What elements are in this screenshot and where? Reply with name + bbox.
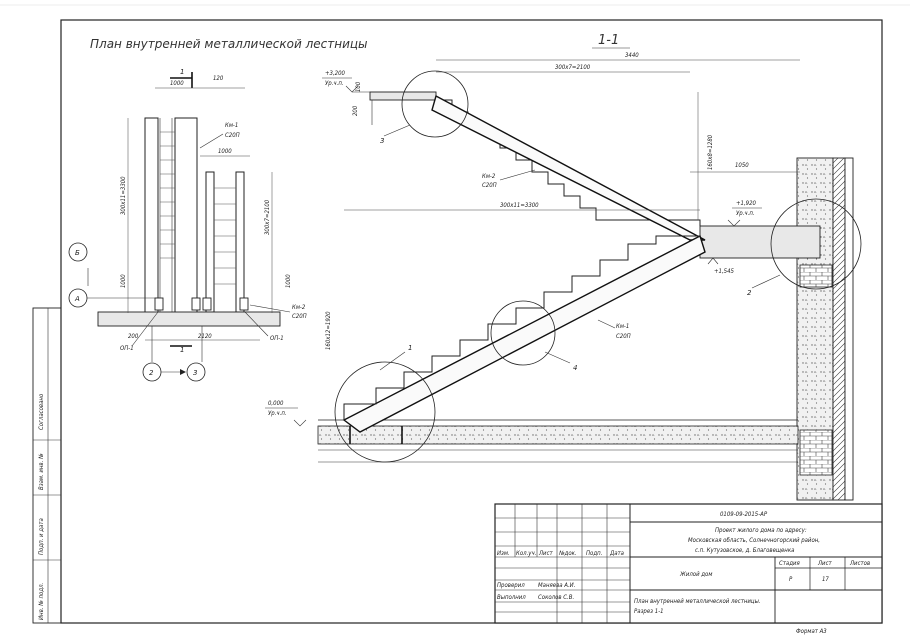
- stair-plan: 1 1000 120 1000: [68, 68, 307, 382]
- dim-section-1920: 160х12=1920: [325, 311, 332, 350]
- cut-mark-bottom: 1: [180, 346, 184, 354]
- stage-value: Р: [789, 576, 793, 583]
- title-block: Изм. Кол.уч. Лист №док. Подп. Дата Прове…: [494, 503, 883, 624]
- strip-label-replaced: Взам. инв. №: [38, 453, 45, 490]
- name-performed: Соколов С.В.: [538, 594, 574, 601]
- hdr-sheet: Лист: [538, 550, 554, 557]
- beam-km1-mark: Км-1: [616, 323, 629, 330]
- plan-label-op1-left: ОП-1: [120, 345, 134, 352]
- dim-plan-200: 200: [128, 333, 139, 340]
- stair-section: 100 200 1 2 3 4 Км-2: [265, 52, 862, 501]
- dim-section-100: 100: [355, 81, 362, 92]
- role-checked: Проверил: [497, 582, 525, 589]
- strip-label-inventory: Инв. № подл.: [38, 583, 45, 620]
- strip-label-signature: Подп. и дата: [38, 518, 45, 555]
- dim-section-1050: 1050: [735, 162, 749, 169]
- plan-label-op1-right: ОП-1: [270, 335, 284, 342]
- plan-label-km2: Км-2: [292, 304, 306, 311]
- hdr-change: Изм.: [497, 550, 510, 557]
- name-checked: Маняева А.И.: [538, 582, 575, 589]
- sheet-name-line-1: План внутренней металлической лестницы.: [634, 598, 761, 605]
- project-line-3: с.п. Кутузовское, д. Благовещенка: [695, 547, 794, 554]
- callout-3: 3: [380, 137, 384, 145]
- beam-km1-profile: С20П: [616, 333, 631, 340]
- strip-label-agreed: Согласовано: [38, 393, 45, 430]
- sheets-header: Листов: [849, 560, 870, 567]
- plan-label-km1-profile: С20П: [225, 132, 240, 139]
- beam-km2-profile: С20П: [482, 182, 497, 189]
- project-line-2: Московская область, Солнечногорский райо…: [688, 537, 820, 544]
- level-0000-note: Ур.ч.п.: [268, 410, 287, 417]
- dim-plan-2100: 300х7=2100: [264, 199, 271, 235]
- dim-plan-3300: 300х11=3300: [120, 176, 127, 215]
- level-1920-note: Ур.ч.п.: [736, 210, 755, 217]
- stage-header: Стадия: [779, 560, 800, 567]
- level-1920: +1,920: [736, 200, 757, 207]
- dim-plan-2120: 2120: [198, 333, 212, 340]
- dim-section-2100: 300х7=2100: [555, 64, 591, 71]
- project-line-1: Проект жилого дома по адресу:: [715, 527, 807, 534]
- dim-plan-120: 120: [213, 75, 224, 82]
- level-3200: +3,200: [325, 70, 346, 77]
- section-title: 1-1: [598, 33, 619, 48]
- hdr-sign: Подп.: [586, 550, 602, 557]
- axis-2: 2: [149, 369, 154, 377]
- level-3200-note: Ур.ч.п.: [325, 80, 344, 87]
- hdr-doc: №док.: [558, 550, 577, 557]
- beam-km2-mark: Км-2: [482, 173, 496, 180]
- dim-plan-1000-right: 1000: [285, 274, 292, 288]
- level-1545: +1,545: [714, 268, 735, 275]
- hdr-count: Кол.уч.: [516, 550, 536, 557]
- dim-plan-1000-mid: 1000: [218, 148, 232, 155]
- plan-label-km2-profile: С20П: [292, 313, 307, 320]
- dim-plan-1000-top: 1000: [170, 80, 184, 87]
- level-0000: 0,000: [268, 400, 284, 407]
- building-name: Жилой дом: [679, 571, 712, 578]
- title-block-headers: Изм. Кол.уч. Лист №док. Подп. Дата: [497, 550, 624, 557]
- hdr-date: Дата: [609, 550, 624, 557]
- sheet-header: Лист: [817, 560, 833, 567]
- format-label: Формат А3: [796, 628, 827, 635]
- dim-section-3300: 300х11=3300: [500, 202, 539, 209]
- dim-section-200: 200: [352, 105, 359, 116]
- plan-label-km1: Км-1: [225, 122, 238, 129]
- left-approval-strip: Согласовано Взам. инв. № Подп. и дата Ин…: [32, 307, 62, 624]
- callout-1: 1: [408, 344, 412, 352]
- axis-b: Б: [75, 249, 80, 257]
- callout-4: 4: [573, 364, 577, 372]
- sheet-number: 17: [822, 576, 829, 583]
- axis-3: 3: [193, 369, 197, 377]
- role-performed: Выполнил: [497, 594, 526, 601]
- cut-mark-top: 1: [180, 68, 184, 76]
- callout-2: 2: [747, 289, 752, 297]
- project-code: 0109-09-2015-АР: [720, 511, 768, 518]
- dim-section-3440: 3440: [625, 52, 639, 59]
- dim-section-1280: 160х8=1280: [707, 134, 714, 170]
- plan-title: План внутренней металлической лестницы: [90, 37, 368, 51]
- axis-a: А: [74, 295, 80, 303]
- sheet-name-line-2: Разрез 1-1: [634, 608, 664, 615]
- dim-plan-1000-left: 1000: [120, 274, 127, 288]
